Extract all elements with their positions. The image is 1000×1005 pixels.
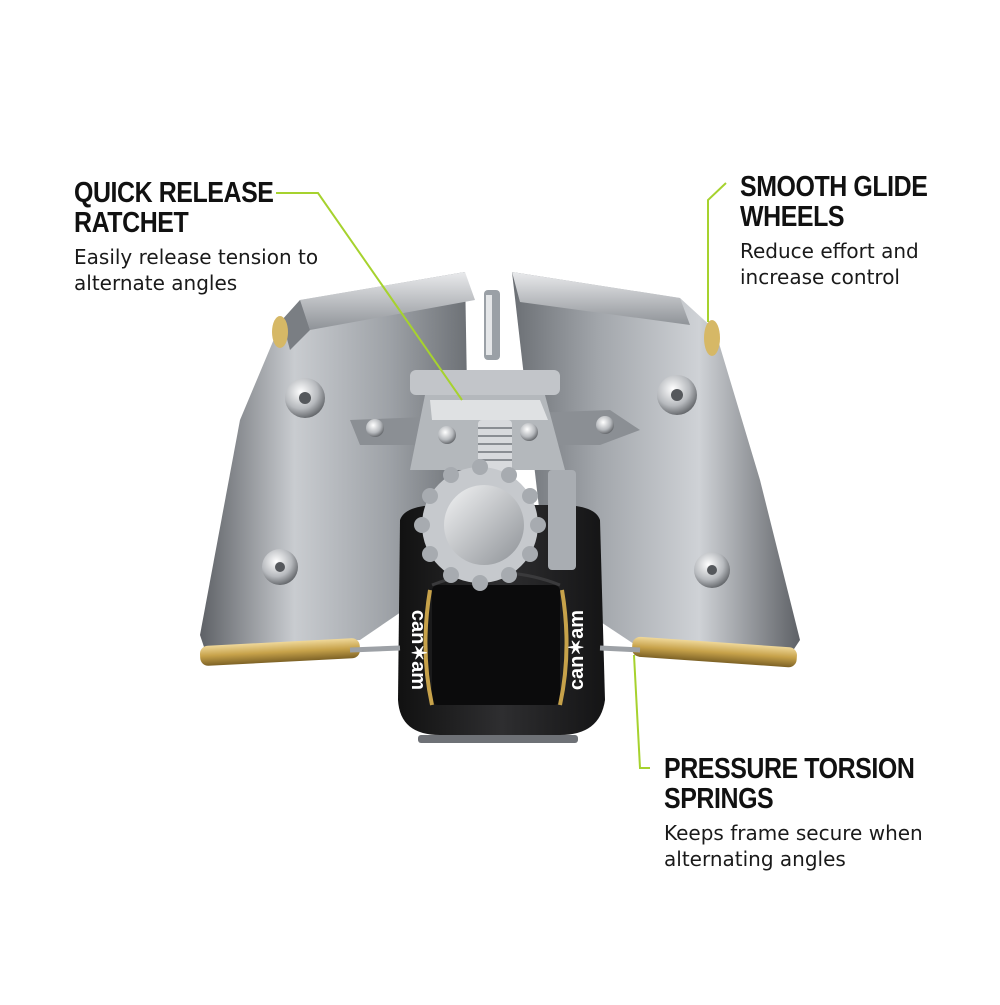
- callout-description-line2: alternating angles: [664, 847, 846, 871]
- leader-line-wheels: [707, 182, 727, 322]
- brand-logo-right: can✶am: [566, 610, 588, 690]
- callout-quick-release-ratchet: QUICK RELEASE RATCHET Easily release ten…: [74, 178, 318, 296]
- leader-line-springs: [633, 654, 650, 769]
- callout-title-line1: PRESSURE TORSION: [664, 753, 915, 785]
- callout-title-line2: RATCHET: [74, 207, 189, 239]
- callout-description-line1: Easily release tension to: [74, 245, 319, 269]
- glide-wheels: [272, 316, 720, 356]
- handle-logos: can✶am can✶am: [407, 610, 588, 690]
- callout-description-line1: Keeps frame secure when: [664, 821, 923, 845]
- callout-title-line1: SMOOTH GLIDE: [740, 171, 928, 203]
- callout-title-line1: QUICK RELEASE: [74, 177, 274, 209]
- ratchet-knob: [414, 459, 576, 591]
- callout-description-line2: alternate angles: [74, 271, 238, 295]
- center-hinge: [484, 290, 500, 360]
- plate-screws: [262, 375, 730, 588]
- callout-description-line1: Reduce effort and: [740, 239, 919, 263]
- callout-pressure-torsion-springs: PRESSURE TORSION SPRINGS Keeps frame sec…: [664, 754, 955, 872]
- callout-title-line2: SPRINGS: [664, 783, 774, 815]
- callout-smooth-glide-wheels: SMOOTH GLIDE WHEELS Reduce effort and in…: [740, 172, 958, 290]
- brand-logo-left: can✶am: [407, 610, 429, 690]
- callout-leader-lines: [276, 182, 727, 769]
- torsion-spring-rods: [199, 636, 797, 668]
- leader-line-ratchet: [276, 192, 463, 401]
- callout-description-line2: increase control: [740, 265, 900, 289]
- callout-title-line2: WHEELS: [740, 201, 845, 233]
- ratchet-bracket: [350, 370, 640, 475]
